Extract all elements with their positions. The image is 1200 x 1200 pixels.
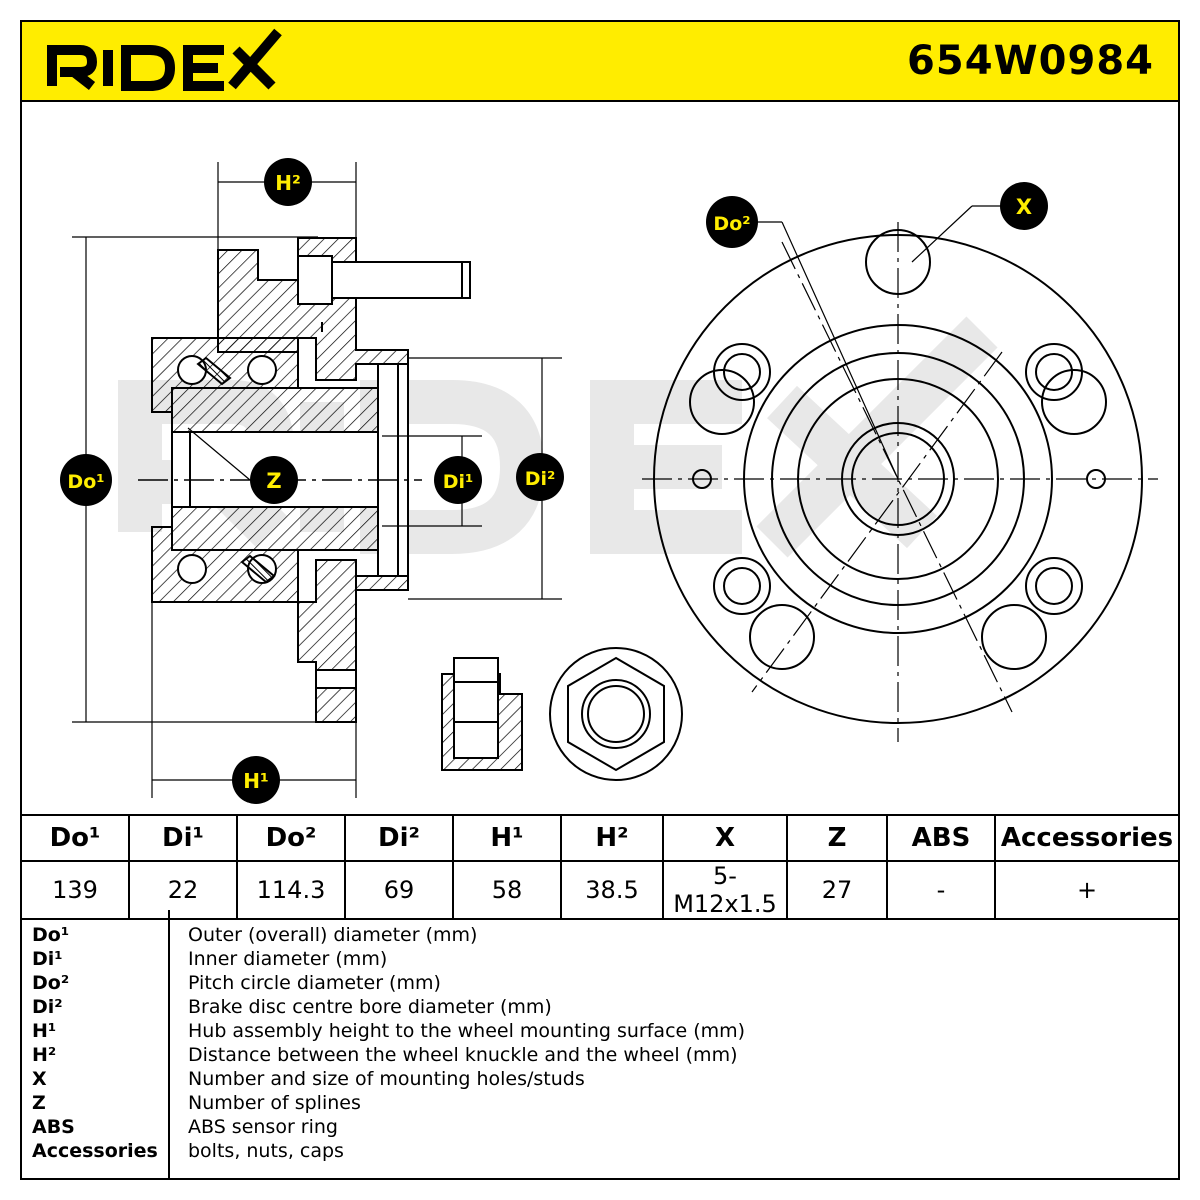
legend-desc: Hub assembly height to the wheel mountin… <box>188 1020 746 1042</box>
flange-nut-front <box>549 647 683 781</box>
svg-text:X: X <box>1016 195 1032 219</box>
value-accessories: + <box>994 860 1178 920</box>
svg-text:Do¹: Do¹ <box>67 471 104 493</box>
header-di2: Di² <box>344 814 454 862</box>
legend-desc: Number of splines <box>188 1092 361 1114</box>
legend-row: H¹ Hub assembly height to the wheel moun… <box>22 1020 1178 1044</box>
header-di1: Di¹ <box>128 814 238 862</box>
value-do1: 139 <box>22 860 130 920</box>
value-h1: 58 <box>452 860 562 920</box>
flange-nut-side <box>441 657 523 771</box>
value-z: 27 <box>786 860 888 920</box>
legend-row: H² Distance between the wheel knuckle an… <box>22 1044 1178 1068</box>
part-number: 654W0984 <box>907 38 1154 84</box>
header-do2: Do² <box>236 814 346 862</box>
legend-row: Accessories bolts, nuts, caps <box>22 1140 1178 1164</box>
svg-text:Di²: Di² <box>525 468 556 490</box>
value-do2: 114.3 <box>236 860 346 920</box>
legend-key: H² <box>32 1044 57 1066</box>
legend-desc: Number and size of mounting holes/studs <box>188 1068 585 1090</box>
callout-h2: H² <box>264 158 312 206</box>
header-do1: Do¹ <box>22 814 130 862</box>
spec-sheet: 654W0984 <box>20 20 1180 1180</box>
spec-table: Do¹ Di¹ Do² Di² H¹ H² X Z ABS Accessorie… <box>22 814 1178 920</box>
legend-desc: Distance between the wheel knuckle and t… <box>188 1044 738 1066</box>
header-x: X <box>662 814 788 862</box>
callout-di1: Di¹ <box>434 456 482 504</box>
svg-text:Di¹: Di¹ <box>443 471 474 493</box>
callout-x: X <box>1000 182 1048 230</box>
header-bar: 654W0984 <box>22 22 1178 102</box>
spec-header-row: Do¹ Di¹ Do² Di² H¹ H² X Z ABS Accessorie… <box>22 814 1178 862</box>
dimension-lines-left <box>72 162 562 798</box>
callout-h1: H¹ <box>232 756 280 804</box>
ridex-logo <box>46 28 306 98</box>
callout-do2: Do² <box>706 196 758 248</box>
legend-row: X Number and size of mounting holes/stud… <box>22 1068 1178 1092</box>
svg-text:Z: Z <box>266 469 281 493</box>
header-h1: H¹ <box>452 814 562 862</box>
technical-drawing: H² H¹ Do¹ Z Di¹ Di² <box>22 102 1178 816</box>
value-h2: 38.5 <box>560 860 664 920</box>
legend-desc: Brake disc centre bore diameter (mm) <box>188 996 552 1018</box>
legend-row: Do¹ Outer (overall) diameter (mm) <box>22 924 1178 948</box>
legend-key: H¹ <box>32 1020 57 1042</box>
svg-text:Do²: Do² <box>713 213 750 235</box>
header-abs: ABS <box>886 814 996 862</box>
header-z: Z <box>786 814 888 862</box>
callout-di2: Di² <box>516 453 564 501</box>
callout-z: Z <box>250 456 298 504</box>
legend-desc: bolts, nuts, caps <box>188 1140 344 1162</box>
legend-key: X <box>32 1068 47 1090</box>
legend-desc: Outer (overall) diameter (mm) <box>188 924 478 946</box>
centerlines-right <box>642 222 1158 742</box>
svg-text:H²: H² <box>275 171 301 195</box>
legend-key: Accessories <box>32 1140 158 1162</box>
value-di2: 69 <box>344 860 454 920</box>
legend-row: Di¹ Inner diameter (mm) <box>22 948 1178 972</box>
value-abs: - <box>886 860 996 920</box>
legend-key: Z <box>32 1092 46 1114</box>
value-di1: 22 <box>128 860 238 920</box>
legend-key: Do¹ <box>32 924 70 946</box>
header-accessories: Accessories <box>994 814 1178 862</box>
callout-do1: Do¹ <box>60 454 112 506</box>
header-h2: H² <box>560 814 664 862</box>
legend-row: Di² Brake disc centre bore diameter (mm) <box>22 996 1178 1020</box>
spec-values-row: 139 22 114.3 69 58 38.5 5-M12x1.5 27 - + <box>22 860 1178 920</box>
legend-key: Do² <box>32 972 70 994</box>
legend-key: ABS <box>32 1116 75 1138</box>
legend-row: Do² Pitch circle diameter (mm) <box>22 972 1178 996</box>
legend-divider <box>168 910 170 1178</box>
legend: Do¹ Outer (overall) diameter (mm) Di¹ In… <box>22 910 1178 1178</box>
legend-key: Di¹ <box>32 948 63 970</box>
legend-row: Z Number of splines <box>22 1092 1178 1116</box>
legend-row: ABS ABS sensor ring <box>22 1116 1178 1140</box>
value-x: 5-M12x1.5 <box>662 860 788 920</box>
legend-desc: ABS sensor ring <box>188 1116 338 1138</box>
legend-desc: Inner diameter (mm) <box>188 948 388 970</box>
legend-desc: Pitch circle diameter (mm) <box>188 972 441 994</box>
svg-text:H¹: H¹ <box>243 769 269 793</box>
legend-key: Di² <box>32 996 63 1018</box>
